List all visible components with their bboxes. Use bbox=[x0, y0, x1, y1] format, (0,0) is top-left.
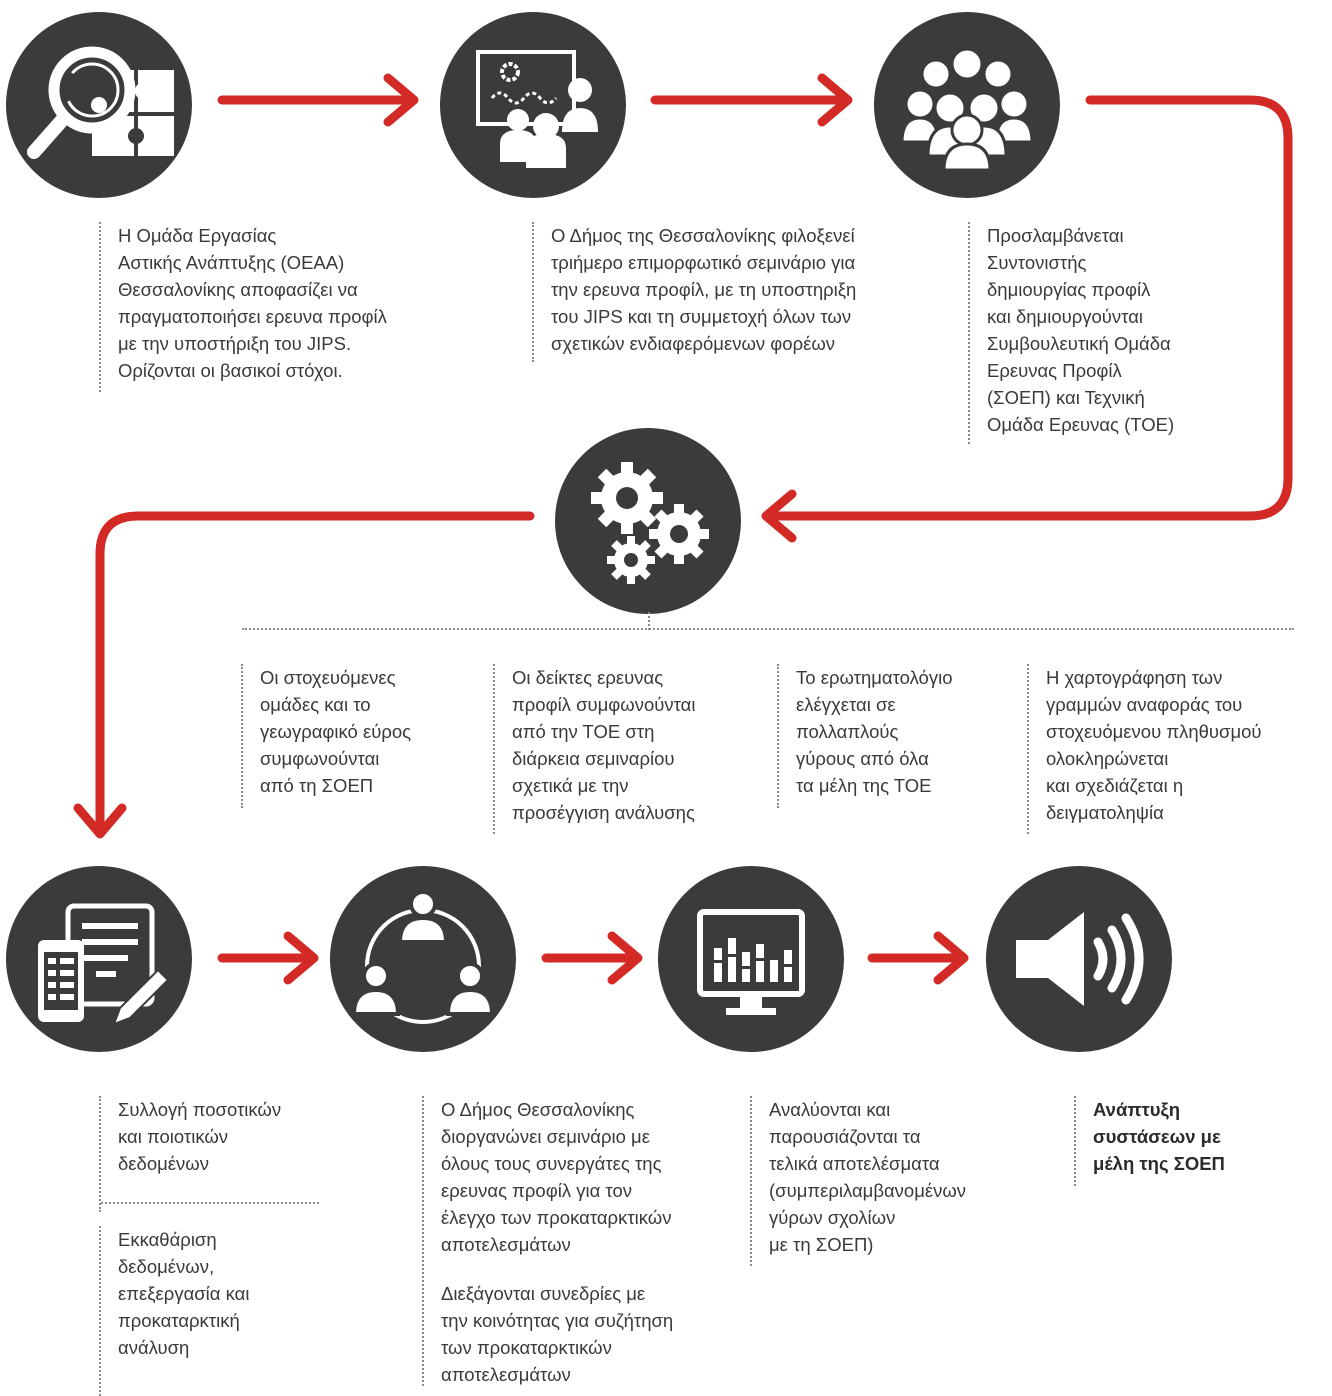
seminar-presentation-icon bbox=[476, 50, 598, 168]
step3-circle bbox=[874, 12, 1060, 198]
step4-item-3: Το ερωτηματολόγιο ελέγχεται σε πολλαπλού… bbox=[777, 664, 953, 808]
data-collection-icon bbox=[38, 903, 170, 1026]
arrow-step7-to-step8 bbox=[867, 931, 969, 985]
step4-dotted-rule bbox=[242, 628, 1294, 630]
step7-circle bbox=[658, 866, 844, 1052]
step4-circle bbox=[555, 428, 741, 614]
arrow-step1-to-step2 bbox=[217, 73, 419, 127]
step6-text: Ο Δήμος Θεσσαλονίκης διοργανώνει σεμινάρ… bbox=[422, 1096, 671, 1386]
arrow-step2-to-step3 bbox=[650, 73, 853, 127]
gears-icon bbox=[591, 462, 709, 584]
step1-circle bbox=[6, 12, 192, 198]
step1-text: Η Ομάδα Εργασίας Αστικής Ανάπτυξης (ΟΕΑΑ… bbox=[99, 222, 387, 392]
people-group-icon bbox=[900, 47, 1034, 172]
step5-circle bbox=[6, 866, 192, 1052]
step6-text-2: Διεξάγονται συνεδρίες με την κοινότητας … bbox=[441, 1283, 674, 1385]
step5-text: Συλλογή ποσοτικών και ποιοτικών δεδομένω… bbox=[99, 1096, 281, 1212]
magnifier-puzzle-icon bbox=[27, 46, 174, 159]
step4-item-4: Η χαρτογράφηση των γραμμών αναφοράς του … bbox=[1027, 664, 1262, 834]
step8-circle bbox=[986, 866, 1172, 1052]
step5-text-2: Εκκαθάριση δεδομένων, επεξεργασία και πρ… bbox=[99, 1226, 249, 1396]
monitor-chart-icon bbox=[697, 909, 805, 1015]
step5-dotted-rule bbox=[101, 1202, 319, 1204]
step7-text: Αναλύονται και παρουσιάζονται τα τελικά … bbox=[750, 1096, 966, 1266]
step8-text: Ανάπτυξη συστάσεων με μέλη της ΣΟΕΠ bbox=[1074, 1096, 1225, 1186]
arrow-step6-to-step7 bbox=[541, 931, 643, 985]
network-people-icon bbox=[351, 890, 495, 1024]
arrow-step5-to-step6 bbox=[217, 931, 319, 985]
arrow-step4-to-step5 bbox=[73, 511, 535, 839]
step4-connector bbox=[648, 612, 650, 630]
step4-item-1: Οι στοχευόμενες ομάδες και το γεωγραφικό… bbox=[241, 664, 411, 808]
step4-item-2: Οι δείκτες ερευνας προφίλ συμφωνούνται α… bbox=[493, 664, 695, 834]
step2-text: Ο Δήμος της Θεσσαλονίκης φιλοξενεί τριήμ… bbox=[532, 222, 856, 362]
arrow-step3-to-step4 bbox=[761, 95, 1293, 543]
speaker-icon bbox=[1016, 912, 1144, 1006]
step6-circle bbox=[330, 866, 516, 1052]
step3-text: Προσλαμβάνεται Συντονιστής δημιουργίας π… bbox=[968, 222, 1174, 444]
step2-circle bbox=[440, 12, 626, 198]
